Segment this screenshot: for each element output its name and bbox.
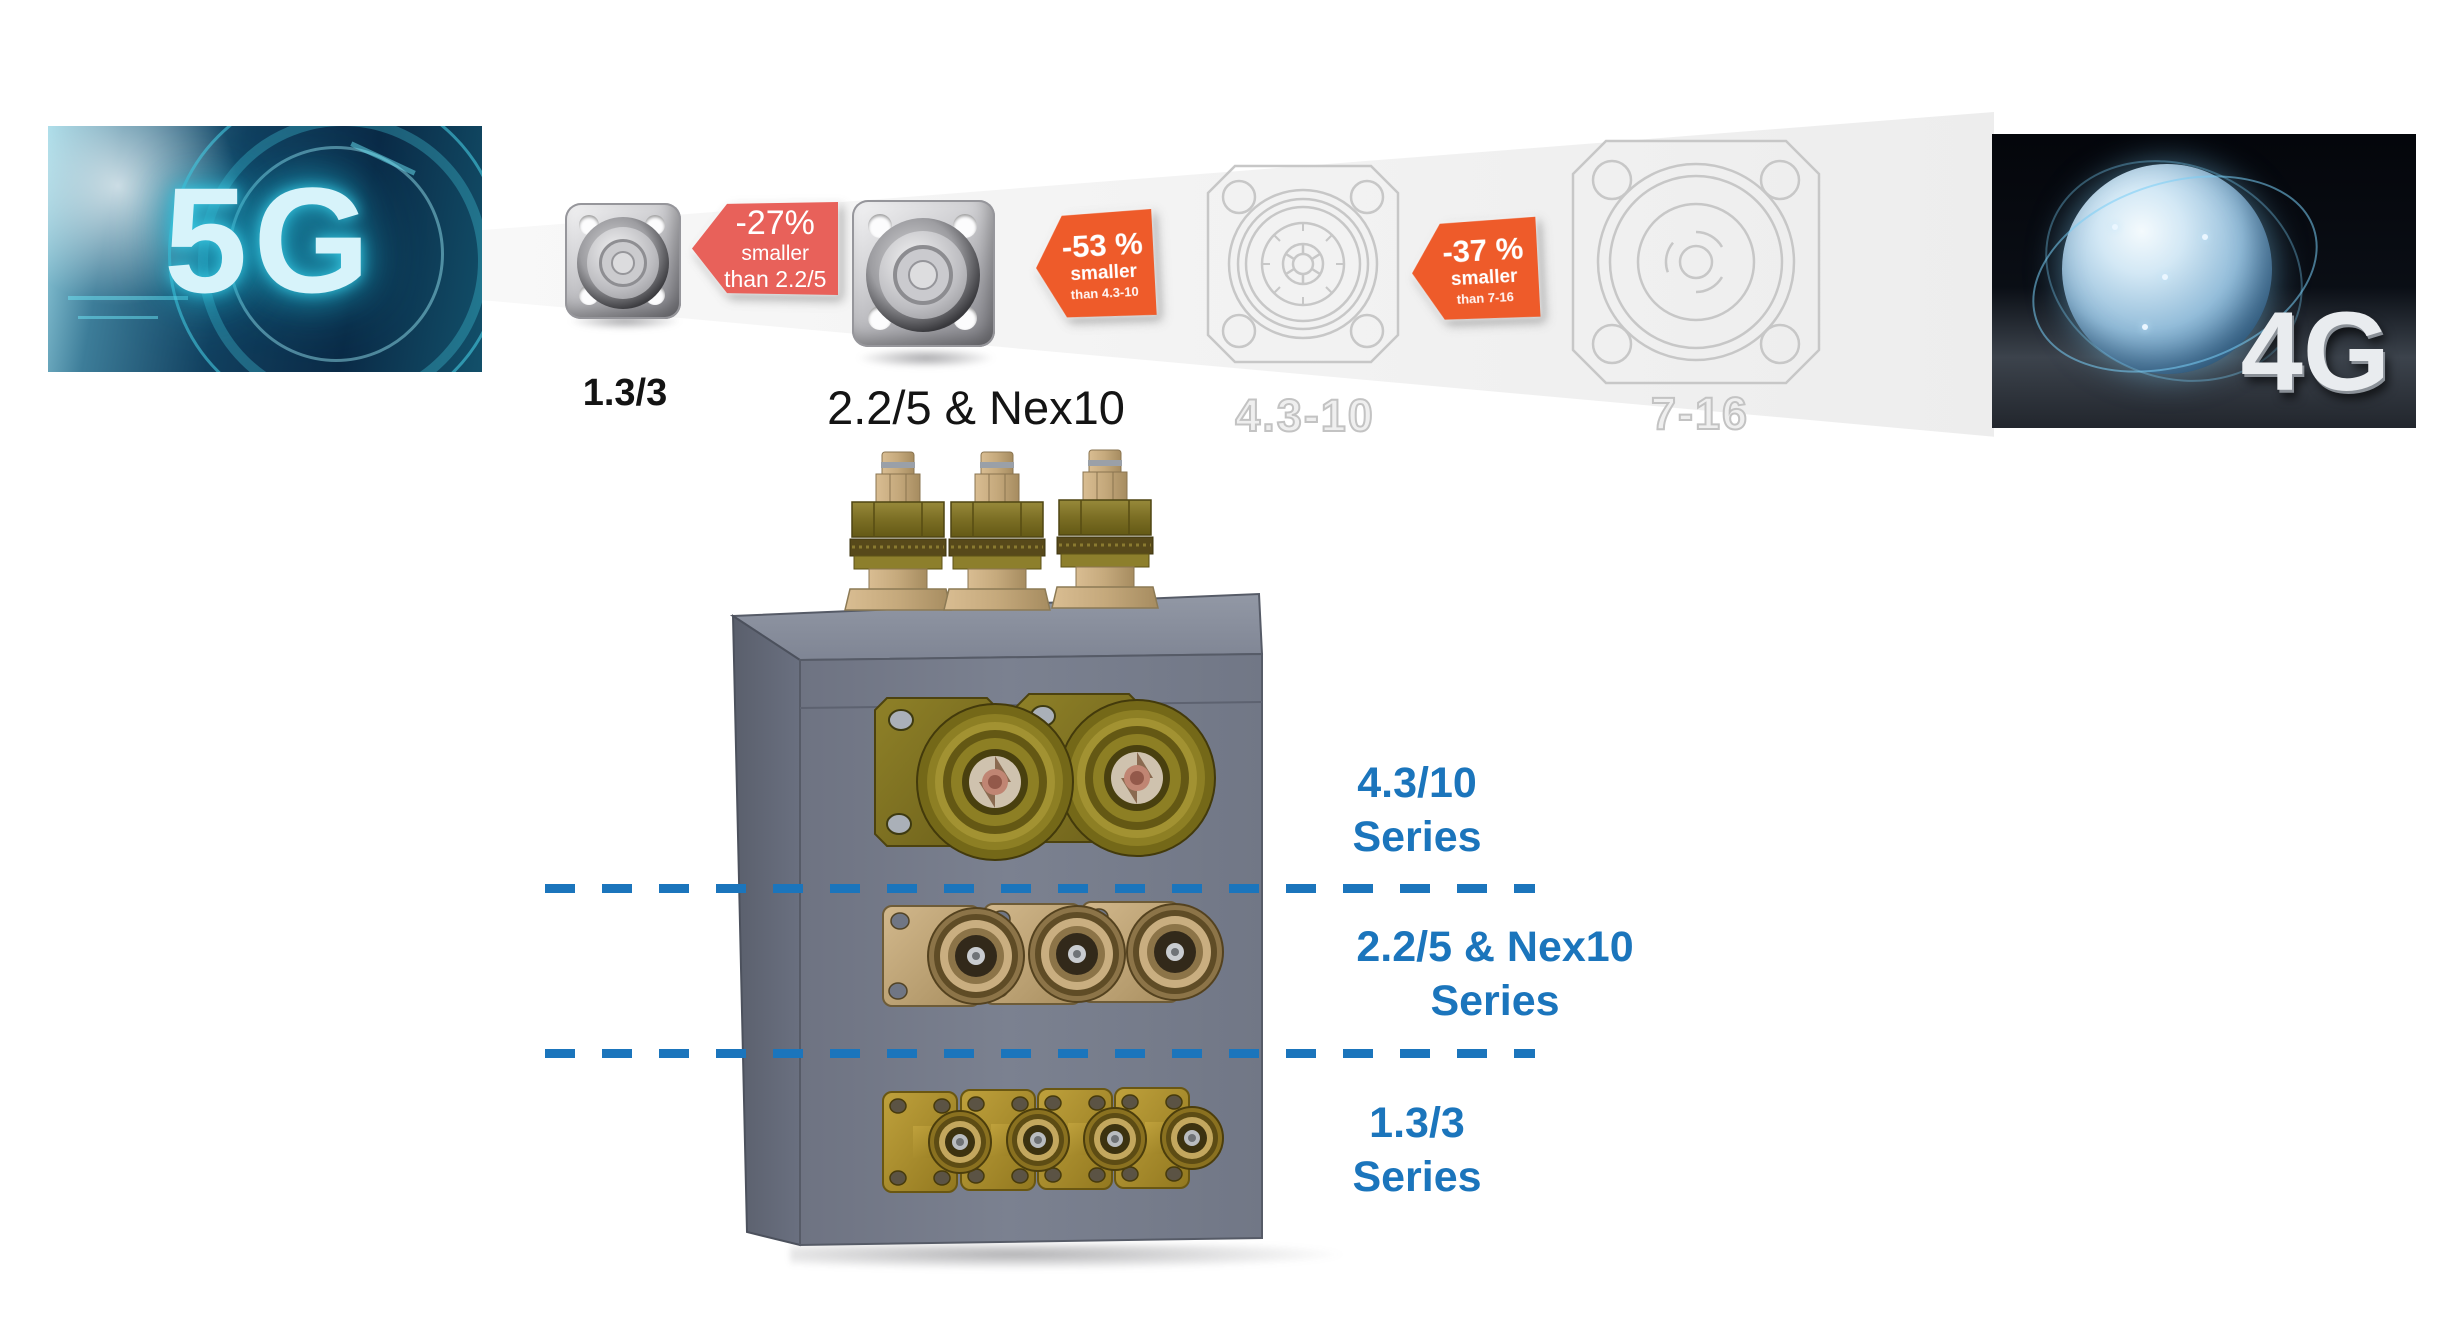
block-shadow bbox=[790, 1244, 1350, 1270]
tech-line bbox=[78, 316, 158, 319]
5g-label: 5G bbox=[163, 156, 377, 324]
size-badge-53: -53 % smaller than 4.3-10 bbox=[1033, 209, 1156, 321]
network-dot bbox=[2162, 274, 2168, 280]
tech-ring bbox=[228, 146, 444, 362]
evolution-label-7-16: 7-16 bbox=[1650, 387, 1750, 440]
inner-ring bbox=[893, 245, 953, 305]
divider-line-2 bbox=[545, 1049, 1535, 1058]
center-pin bbox=[908, 260, 938, 290]
ghost-connector-4-3-10 bbox=[1206, 164, 1400, 364]
tech-ring bbox=[168, 126, 482, 372]
size-badge-27: -27% smaller than 2.2/5 bbox=[692, 202, 838, 295]
badge-value: -37 % bbox=[1441, 229, 1525, 270]
hero-5g-image: 5G bbox=[48, 126, 482, 372]
series-label-2-2-5-nex10: 2.2/5 & Nex10 Series bbox=[1325, 920, 1665, 1028]
center-pin bbox=[611, 251, 635, 275]
connector-photo-2-2-5 bbox=[852, 200, 995, 347]
ghost-connector-7-16 bbox=[1571, 139, 1821, 385]
series-name: 1.3/3 bbox=[1369, 1099, 1465, 1147]
globe-graphic bbox=[2062, 164, 2272, 374]
connector-block-render bbox=[729, 448, 1264, 1247]
4g-label: 4G bbox=[2240, 289, 2390, 414]
evolution-label-4-3-10: 4.3-10 bbox=[1234, 389, 1375, 442]
evolution-label-2-2-5-nex10: 2.2/5 & Nex10 bbox=[827, 381, 1125, 434]
badge-value: -53 % bbox=[1060, 225, 1144, 265]
network-dot bbox=[2202, 234, 2208, 240]
tech-line bbox=[68, 296, 188, 300]
hero-4g-image: 4G bbox=[1992, 134, 2416, 428]
series-name: 4.3/10 bbox=[1357, 759, 1477, 807]
inner-ring bbox=[599, 239, 647, 287]
series-word: Series bbox=[1352, 813, 1482, 861]
tech-ring bbox=[198, 126, 482, 372]
connector-shadow bbox=[856, 348, 996, 368]
series-name: 2.2/5 & Nex10 bbox=[1356, 923, 1634, 971]
network-dot bbox=[2142, 324, 2148, 330]
network-dot bbox=[2112, 224, 2118, 230]
evolution-label-1-3-3: 1.3/3 bbox=[582, 372, 668, 414]
divider-line-1 bbox=[545, 884, 1535, 893]
series-label-1-3-3: 1.3/3 Series bbox=[1277, 1096, 1557, 1204]
badge-qualifier: smaller bbox=[741, 242, 810, 265]
badge-value: -27% bbox=[735, 204, 815, 242]
badge-reference: than 2.2/5 bbox=[724, 266, 827, 292]
size-badge-37: -37 % smaller than 7-16 bbox=[1409, 217, 1540, 323]
series-word: Series bbox=[1430, 977, 1560, 1025]
series-label-4-3-10: 4.3/10 Series bbox=[1277, 756, 1557, 864]
connector-photo-1-3-3 bbox=[565, 203, 681, 319]
series-word: Series bbox=[1352, 1153, 1482, 1201]
